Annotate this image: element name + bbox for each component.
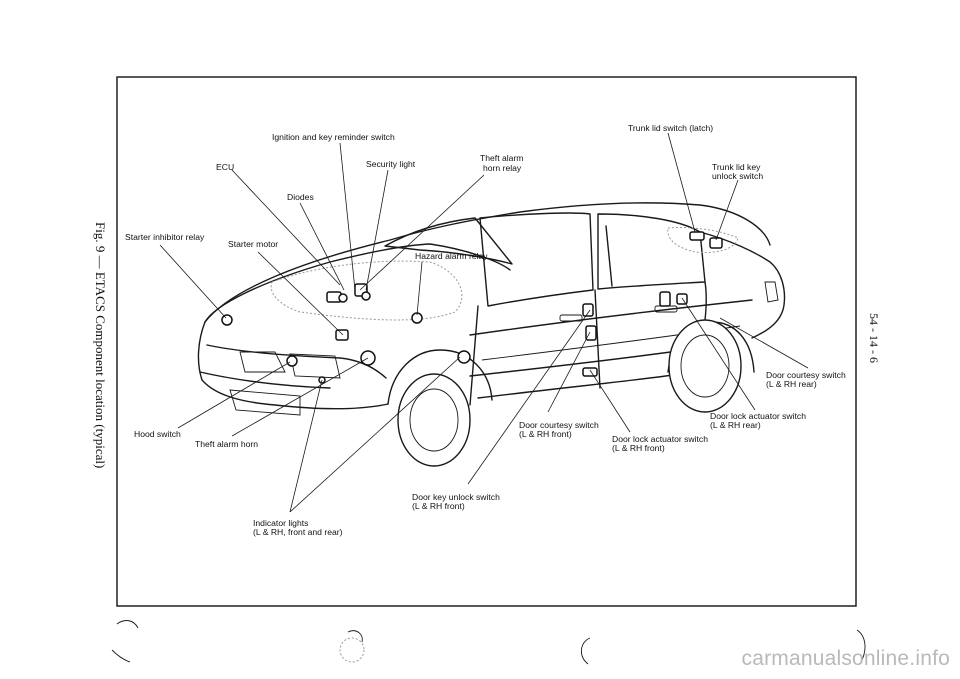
label-door-lock-actuator-front-line1: Door lock actuator switch bbox=[612, 434, 708, 444]
page-number: 54 - 14 - 6 bbox=[867, 313, 881, 363]
leader-lines bbox=[159, 132, 809, 513]
label-trunk-lid-key-unlock-line2: unlock switch bbox=[712, 171, 763, 181]
label-door-lock-actuator-front-line2: (L & RH front) bbox=[612, 443, 665, 453]
label-ignition-key-reminder-switch: Ignition and key reminder switch bbox=[272, 132, 395, 142]
label-security-light: Security light bbox=[366, 159, 416, 169]
label-ecu: ECU bbox=[216, 162, 234, 172]
label-starter-inhibitor-relay: Starter inhibitor relay bbox=[125, 232, 205, 242]
label-trunk-lid-switch: Trunk lid switch (latch) bbox=[628, 123, 713, 133]
diagram-frame bbox=[116, 76, 857, 607]
label-hood-switch: Hood switch bbox=[134, 429, 181, 439]
label-door-key-unlock-line1: Door key unlock switch bbox=[412, 492, 500, 502]
label-door-courtesy-front-line2: (L & RH front) bbox=[519, 429, 572, 439]
label-door-courtesy-rear-line2: (L & RH rear) bbox=[766, 379, 817, 389]
car-illustration bbox=[197, 202, 786, 467]
label-theft-alarm-horn-relay-line2: horn relay bbox=[483, 163, 522, 173]
label-door-courtesy-front-line1: Door courtesy switch bbox=[519, 420, 599, 430]
label-theft-alarm-horn: Theft alarm horn bbox=[195, 439, 258, 449]
component-labels: Ignition and key reminder switch Trunk l… bbox=[125, 123, 846, 537]
label-trunk-lid-key-unlock-line1: Trunk lid key bbox=[712, 162, 761, 172]
label-starter-motor: Starter motor bbox=[228, 239, 278, 249]
label-door-lock-actuator-rear-line1: Door lock actuator switch bbox=[710, 411, 806, 421]
label-diodes: Diodes bbox=[287, 192, 314, 202]
label-door-key-unlock-line2: (L & RH front) bbox=[412, 501, 465, 511]
component-markers bbox=[221, 231, 723, 384]
label-door-lock-actuator-rear-line2: (L & RH rear) bbox=[710, 420, 761, 430]
figure-caption: Fig. 9 — ETACS Component location (typic… bbox=[93, 222, 108, 468]
binder-hole-marks bbox=[111, 620, 866, 665]
label-indicator-lights-line2: (L & RH, front and rear) bbox=[253, 527, 343, 537]
label-hazard-alarm-relay: Hazard alarm relay bbox=[415, 251, 488, 261]
watermark: carmanualsonline.info bbox=[741, 647, 950, 670]
label-door-courtesy-rear-line1: Door courtesy switch bbox=[766, 370, 846, 380]
label-indicator-lights-line1: Indicator lights bbox=[253, 518, 308, 528]
label-theft-alarm-horn-relay-line1: Theft alarm bbox=[480, 153, 523, 163]
